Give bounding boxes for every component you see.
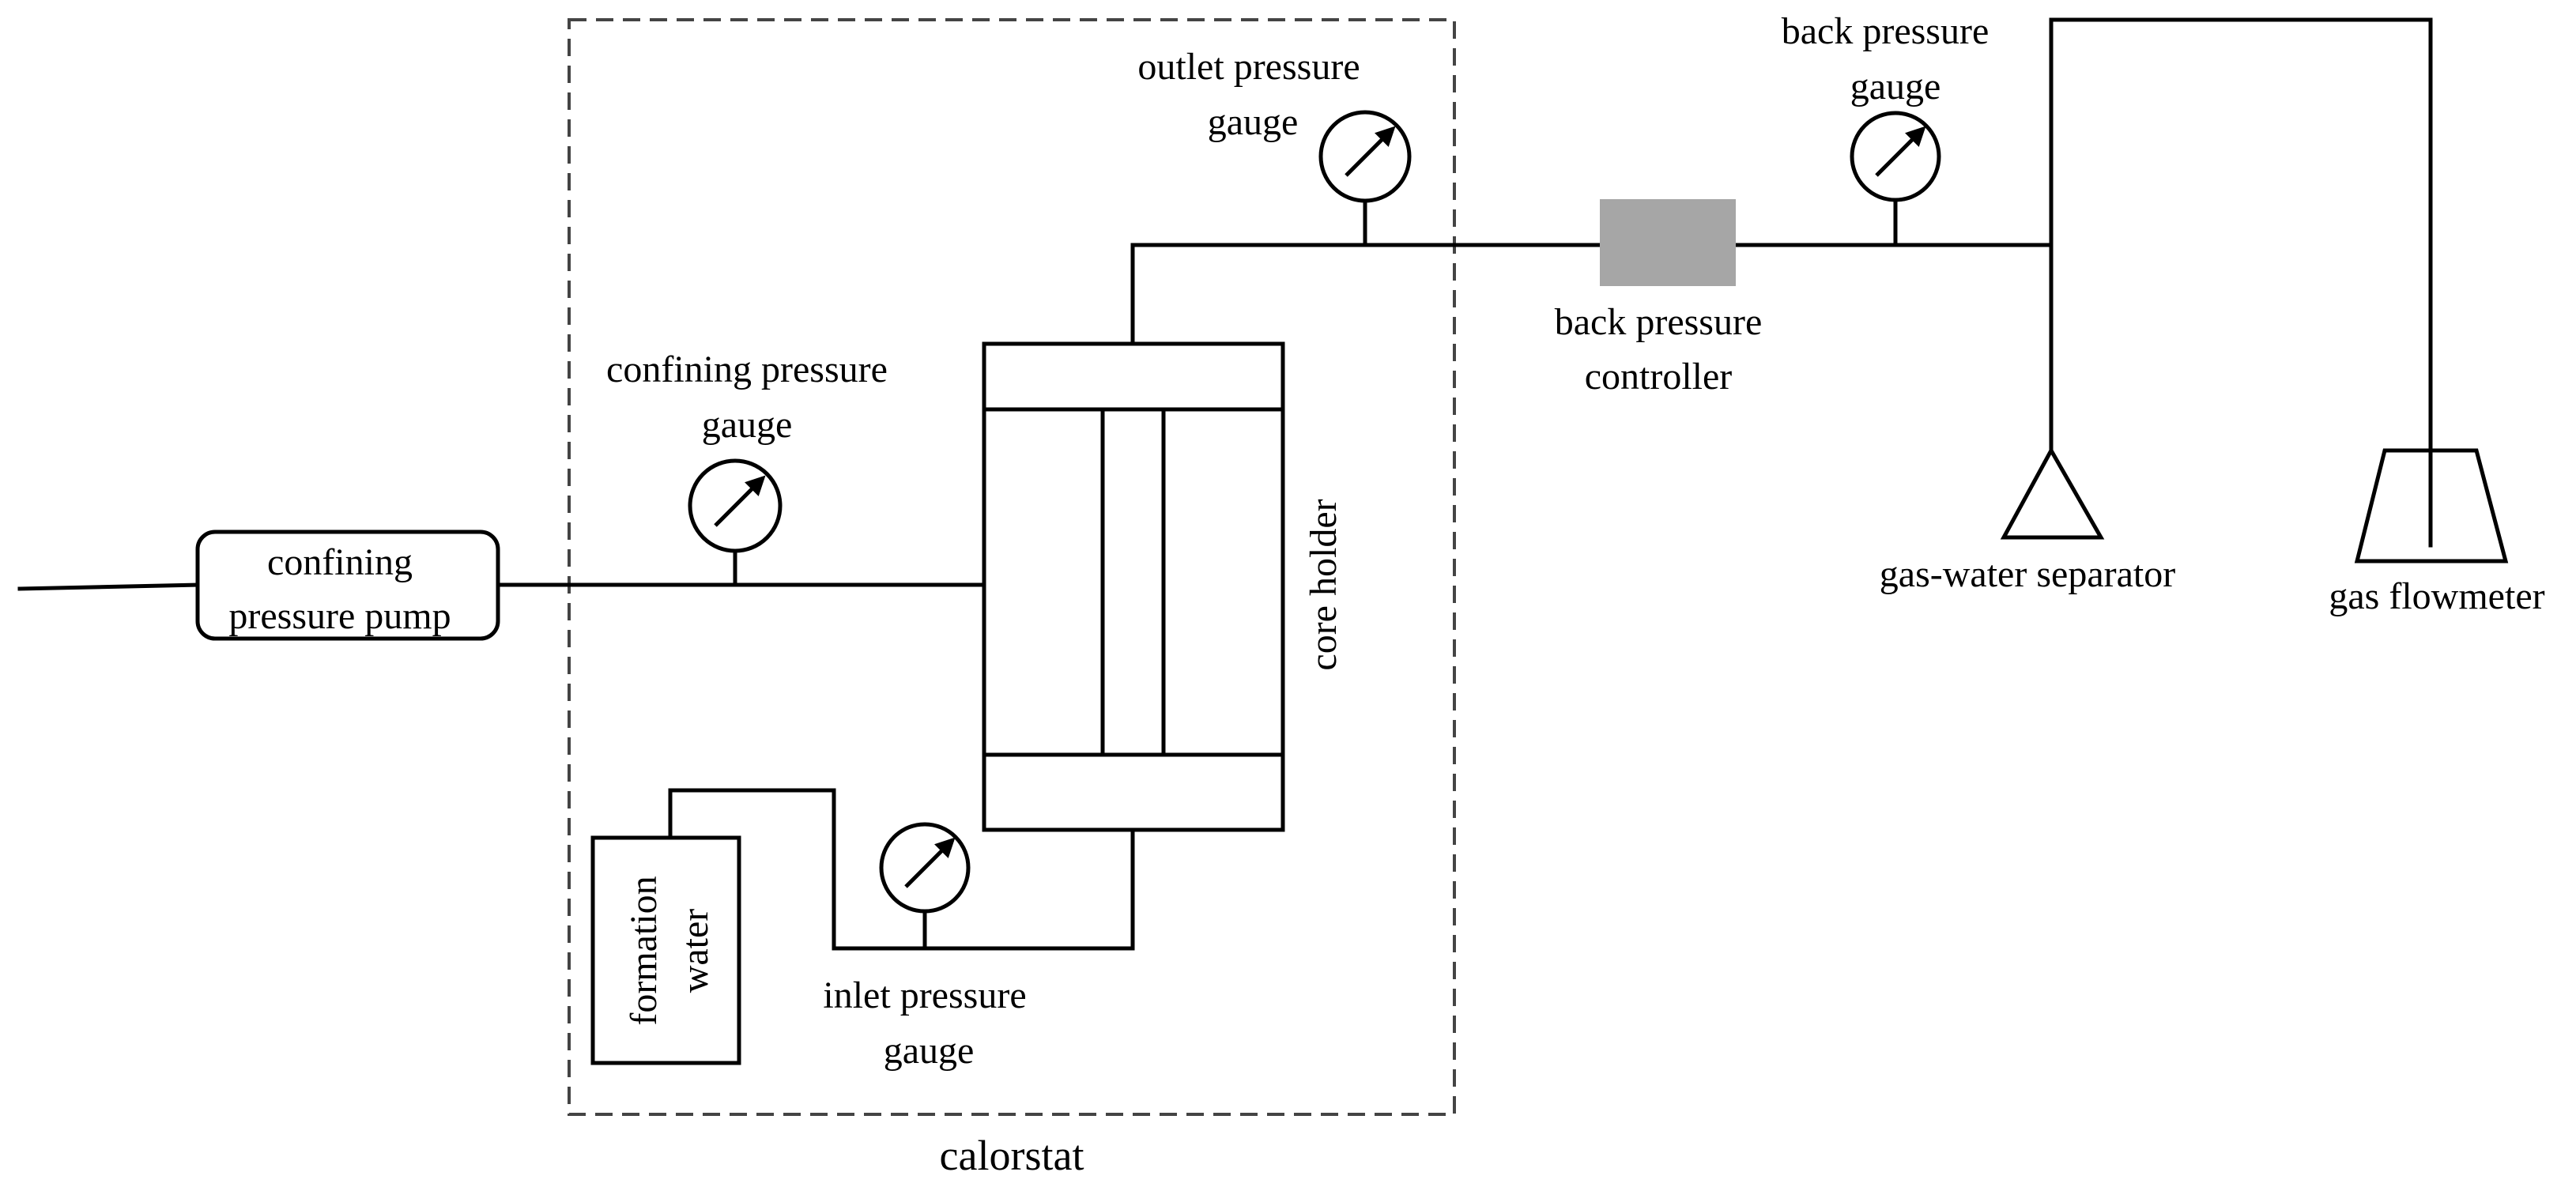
outlet-pressure-gauge: outlet pressure gauge bbox=[1137, 46, 1412, 247]
inlet-pressure-gauge: inlet pressure gauge bbox=[823, 822, 1027, 1072]
pump-label-line2: pressure pump bbox=[228, 595, 451, 637]
calorstat-enclosure bbox=[568, 18, 1456, 1116]
outlet-pipe bbox=[1130, 243, 2054, 346]
confining-pressure-gauge: confining pressure gauge bbox=[606, 349, 888, 587]
confining-gauge-label-line1: confining pressure bbox=[606, 349, 888, 390]
pump-inlet-pipe bbox=[17, 582, 200, 591]
flowmeter-label: gas flowmeter bbox=[2329, 575, 2544, 617]
formation-water-label-line2: water bbox=[674, 909, 716, 993]
confining-pressure-pump: confining pressure pump bbox=[195, 530, 500, 641]
separator-label: gas-water separator bbox=[1880, 553, 2175, 595]
formation-water-label-line1: formation bbox=[623, 876, 665, 1025]
vent-pipe bbox=[2049, 17, 2433, 548]
back-gauge-label-line1: back pressure bbox=[1782, 10, 1990, 52]
back-pressure-controller-icon bbox=[1600, 199, 1736, 286]
gas-water-separator: gas-water separator bbox=[1880, 446, 2175, 595]
gas-flowmeter: gas flowmeter bbox=[2329, 448, 2545, 617]
formation-water-vessel: formation water bbox=[590, 835, 741, 1065]
back-pressure-gauge: back pressure gauge bbox=[1782, 10, 1990, 247]
controller-label-line1: back pressure bbox=[1555, 301, 1763, 343]
outlet-gauge-label-line1: outlet pressure bbox=[1137, 46, 1360, 88]
inlet-gauge-label-line1: inlet pressure bbox=[823, 974, 1026, 1016]
back-pressure-controller: back pressure controller bbox=[1555, 199, 1763, 398]
inlet-gauge-label-line2: gauge bbox=[884, 1030, 975, 1072]
outlet-gauge-label-line2: gauge bbox=[1208, 101, 1299, 143]
back-gauge-label-line2: gauge bbox=[1850, 66, 1941, 107]
controller-label-line2: controller bbox=[1585, 356, 1733, 398]
triangle-separator-icon bbox=[2000, 446, 2105, 540]
core-holder-label: core holder bbox=[1303, 499, 1345, 670]
pipelines bbox=[17, 17, 2433, 951]
inlet-pipe bbox=[668, 788, 1135, 951]
core-holder: core holder bbox=[982, 341, 1345, 832]
pump-label-line1: confining bbox=[267, 541, 413, 583]
confining-gauge-label-line2: gauge bbox=[702, 404, 793, 446]
calorstat-label: calorstat bbox=[940, 1132, 1084, 1179]
